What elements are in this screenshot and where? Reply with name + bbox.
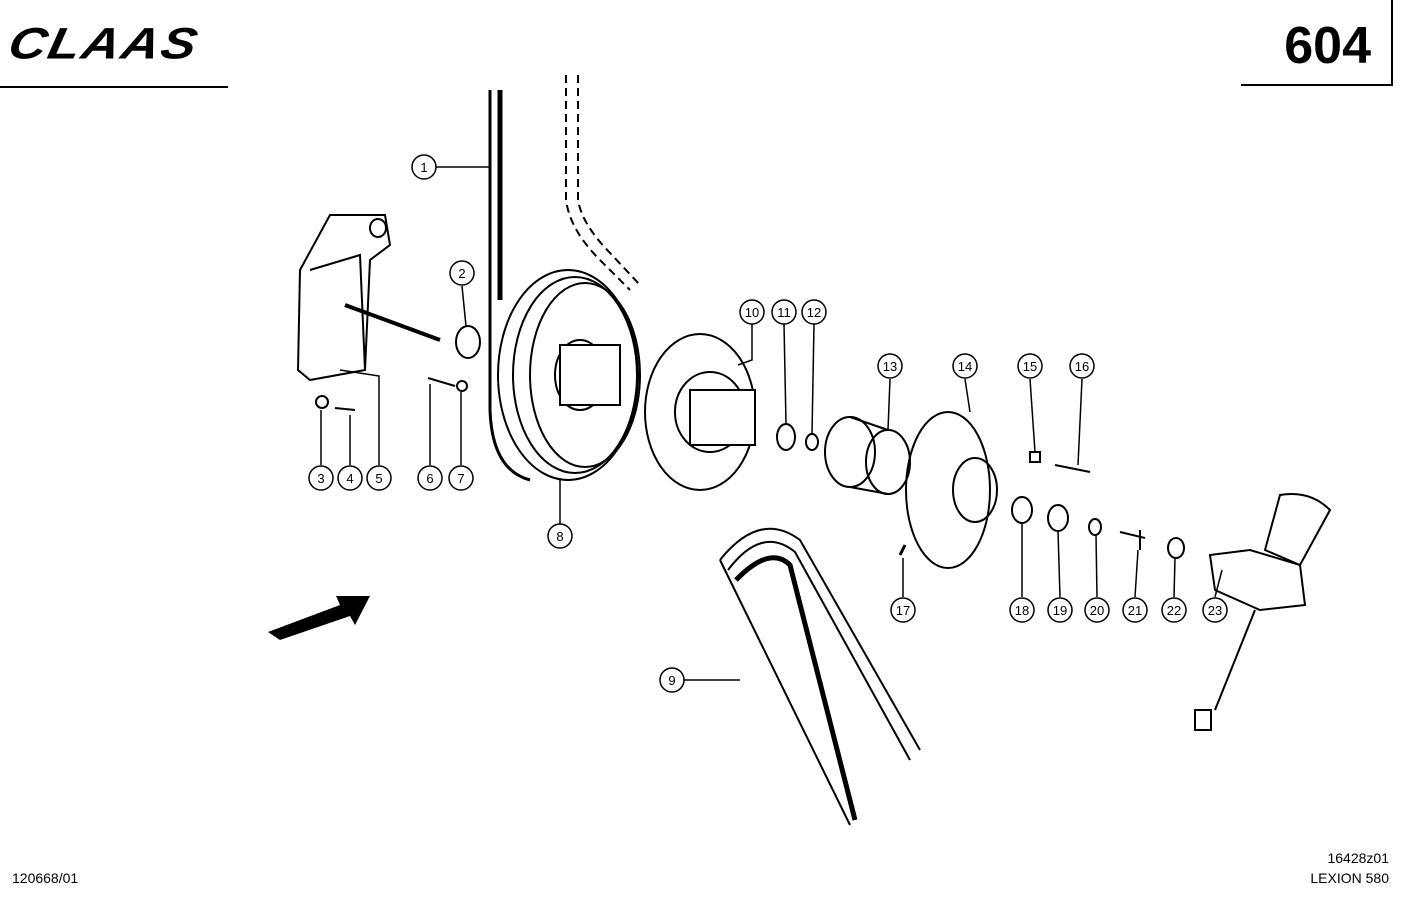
bolt-part-16 [1054, 464, 1091, 473]
nut-part-2 [455, 325, 481, 359]
callout-17: 17 [896, 603, 910, 618]
bolt-part-6 [427, 377, 456, 387]
model-name: LEXION 580 [1310, 870, 1389, 886]
document-code: 120668/01 [12, 870, 79, 886]
callout-22: 22 [1167, 603, 1181, 618]
callout-1: 1 [420, 160, 427, 175]
callout-3: 3 [317, 471, 324, 486]
bracket-part-5 [296, 214, 441, 382]
drawing-code: 16428z01 [1327, 850, 1389, 866]
belt-1 [488, 90, 531, 482]
sensor-part-23 [1194, 493, 1332, 731]
belt-dashed [565, 75, 631, 291]
callout-7: 7 [457, 471, 464, 486]
callout-14: 14 [958, 359, 972, 374]
nut-part-22 [1167, 537, 1185, 559]
ring-part-20 [1088, 518, 1102, 536]
shaft-part-21 [1119, 530, 1146, 550]
bolt-part-4 [334, 407, 356, 411]
pin-part-17 [898, 544, 907, 556]
callout-15: 15 [1023, 359, 1037, 374]
bearing-part-11 [776, 423, 796, 451]
callout-10: 10 [745, 305, 759, 320]
sleeve-part-13 [824, 416, 911, 495]
callout-16: 16 [1075, 359, 1089, 374]
callout-group [308, 154, 1228, 693]
v-belt-part-9 [719, 527, 921, 826]
disc-part-14 [905, 411, 998, 569]
header-rule-vertical [1391, 0, 1393, 86]
callout-4: 4 [346, 471, 353, 486]
header-rule-right [1241, 84, 1391, 86]
nut-part-15 [1029, 451, 1041, 463]
callout-2: 2 [458, 266, 465, 281]
washer-part-3 [315, 395, 329, 409]
ring-part-12 [805, 433, 819, 451]
callout-23: 23 [1208, 603, 1222, 618]
footer-right-block: 16428z01 LEXION 580 [1310, 848, 1389, 888]
header-rule-left [0, 86, 228, 88]
callout-11: 11 [777, 305, 791, 320]
disc-part-10 [644, 333, 756, 491]
callout-5: 5 [375, 471, 382, 486]
bearing-part-19 [1047, 504, 1069, 532]
callout-18: 18 [1015, 603, 1029, 618]
callout-20: 20 [1090, 603, 1104, 618]
page-number: 604 [1284, 17, 1371, 75]
callout-19: 19 [1053, 603, 1067, 618]
circlip-part-18 [1011, 496, 1033, 524]
direction-arrow [268, 596, 370, 640]
callout-6: 6 [426, 471, 433, 486]
callout-12: 12 [807, 305, 821, 320]
callout-9: 9 [668, 673, 675, 688]
callout-8: 8 [556, 529, 563, 544]
pulley-part-8 [497, 269, 641, 481]
washer-part-7 [456, 380, 468, 392]
callout-13: 13 [883, 359, 897, 374]
callout-21: 21 [1128, 603, 1142, 618]
